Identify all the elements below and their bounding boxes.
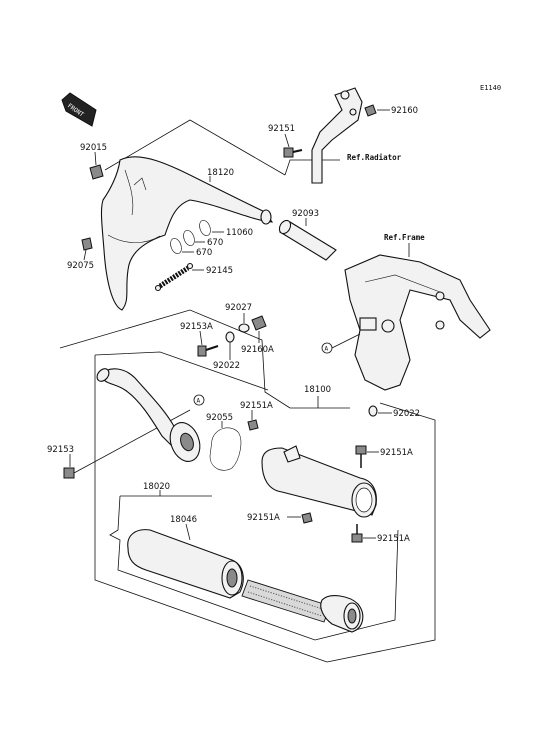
nut-92151A-1 (247, 419, 259, 431)
leader-92151-top (284, 133, 290, 148)
callout-a-pipe: A (193, 394, 205, 406)
nut-92151A-3 (301, 512, 313, 524)
washer-92022-left (225, 331, 235, 343)
svg-text:A: A (197, 398, 201, 405)
label-92153: 92153 (47, 445, 74, 455)
label-670-a: 670 (207, 238, 223, 248)
damper-92160A (251, 315, 267, 331)
diagram-code: E1140 (480, 84, 501, 92)
label-18100: 18100 (304, 385, 331, 395)
group-frame-top-inner (94, 351, 269, 391)
svg-text:A: A (325, 346, 329, 353)
group-frame-top (104, 119, 286, 176)
label-18046: 18046 (170, 515, 197, 525)
bolt-92151A-2 (355, 445, 367, 468)
perforated-tube (241, 579, 331, 623)
label-92160A: 92160A (241, 345, 274, 355)
group-frame-18020 (109, 495, 399, 641)
expansion-chamber-18120 (100, 156, 274, 311)
label-92151-top: 92151 (268, 124, 295, 134)
leader-a-frame (331, 333, 361, 349)
bolt-92151A-4 (351, 524, 363, 543)
label-92075: 92075 (67, 261, 94, 271)
label-670-b: 670 (196, 248, 212, 258)
label-92055: 92055 (206, 413, 233, 423)
leader-92075 (83, 249, 87, 261)
label-92160: 92160 (391, 106, 418, 116)
bolt-92151-top (283, 147, 303, 158)
sleeve-92093 (278, 219, 337, 261)
label-92022-left: 92022 (213, 361, 240, 371)
leader-92015 (94, 151, 97, 166)
radiator-bracket (311, 87, 377, 184)
label-92151A-2: 92151A (380, 448, 413, 458)
label-18020: 18020 (143, 482, 170, 492)
label-92151A-4: 92151A (377, 534, 410, 544)
radiator-leader (284, 159, 340, 176)
label-92027: 92027 (225, 303, 252, 313)
label-92145: 92145 (206, 266, 233, 276)
ref-frame: Ref.Frame (384, 233, 425, 242)
label-92151A-1: 92151A (240, 401, 273, 411)
front-arrow-icon: FRONT (61, 92, 97, 127)
leader-18046 (185, 523, 191, 541)
frame-rear-section (344, 254, 491, 391)
washer-92022-right (368, 405, 378, 417)
group-frame-mid (59, 309, 291, 409)
connecting-pipe (96, 368, 201, 462)
o-ring-670-a (183, 229, 195, 247)
o-ring-11060 (199, 219, 211, 237)
damper-92075 (81, 237, 93, 251)
label-92015: 92015 (80, 143, 107, 153)
gasket-92055 (209, 427, 242, 471)
silencer-shell-18046 (127, 529, 244, 599)
o-ring-670-b (170, 237, 182, 255)
spring-92145 (154, 262, 194, 292)
ref-radiator: Ref.Radiator (347, 153, 402, 162)
label-92022-right: 92022 (393, 409, 420, 419)
label-18120: 18120 (207, 168, 234, 178)
group-frame-left (94, 355, 328, 663)
bolt-92153 (63, 467, 75, 479)
label-11060: 11060 (226, 228, 253, 238)
collar-92027 (238, 323, 250, 333)
label-92151A-3: 92151A (247, 513, 280, 523)
bolt-92015 (89, 164, 104, 180)
label-92153A: 92153A (180, 322, 213, 332)
end-cap (320, 595, 364, 633)
silencer-body-18100 (261, 445, 377, 518)
bolt-92153A (197, 345, 219, 357)
callout-a-frame: A (321, 342, 333, 354)
label-92093: 92093 (292, 209, 319, 219)
group-frame-right (326, 402, 436, 663)
leader-92153A (199, 330, 203, 346)
